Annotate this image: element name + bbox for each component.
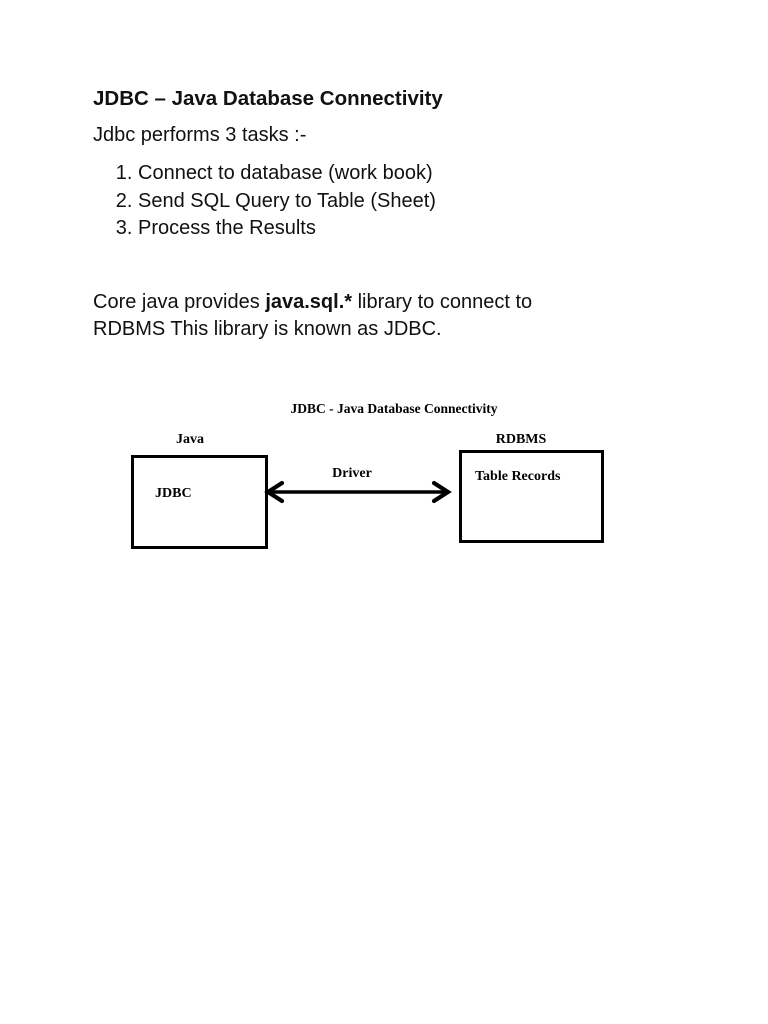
page-title: JDBC – Java Database Connectivity (93, 87, 443, 110)
paragraph-text-after: library to connect to RDBMS This library… (93, 291, 533, 340)
paragraph-text-before: Core java provides (93, 291, 266, 313)
table-records-box: Table Records (459, 450, 604, 543)
driver-label: Driver (332, 466, 372, 481)
task-list-item-2: Send SQL Query to Table (Sheet) (138, 188, 436, 216)
java-group-label: Java (176, 432, 204, 447)
intro-text: Jdbc performs 3 tasks :- (93, 124, 307, 146)
table-records-box-label: Table Records (475, 469, 561, 484)
core-java-paragraph: Core java provides java.sql.* library to… (93, 289, 609, 343)
paragraph-bold-library: java.sql.* (265, 291, 353, 313)
task-list-item-1: Connect to database (work book) (138, 160, 436, 188)
rdbms-group-label: RDBMS (495, 432, 547, 447)
double-headed-arrow-icon (264, 480, 452, 504)
task-list-item-3: Process the Results (138, 215, 436, 243)
jdbc-box-label: JDBC (155, 486, 192, 501)
jdbc-box: JDBC (131, 455, 268, 549)
task-list: Connect to database (work book) Send SQL… (93, 160, 436, 243)
diagram-title: JDBC - Java Database Connectivity (290, 401, 498, 416)
